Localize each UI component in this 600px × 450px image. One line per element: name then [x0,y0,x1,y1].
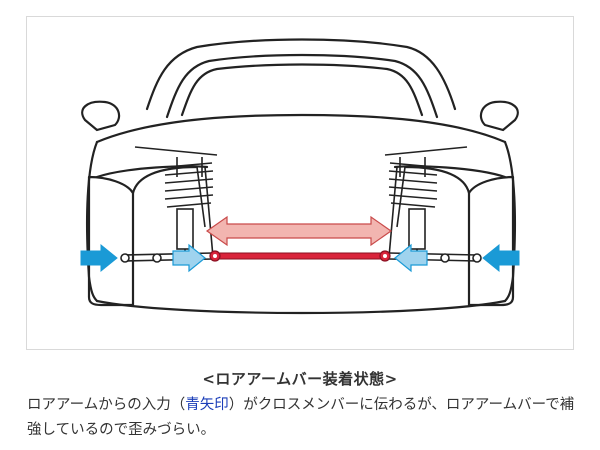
strain-double-arrow [205,215,393,247]
input-arrow-left-outer [80,243,118,273]
caption-text-highlight: 青矢印 [185,397,229,413]
caption-text-after: ）がクロスメンバーに伝わるが、ロアアームバーで補強しているので歪みづらい。 [27,397,575,438]
input-arrow-right-outer [482,243,520,273]
input-arrow-left-inner [172,243,206,273]
caption-text-before: ロアアームからの入力（ [27,397,186,413]
caption-text: ロアアームからの入力（青矢印）がクロスメンバーに伝わるが、ロアアームバーで補強し… [27,393,587,443]
diagram-frame [26,16,574,350]
suspension-left [134,146,218,258]
car-front-diagram [80,38,520,315]
suspension-right [384,146,468,258]
caption-title: <ロアアームバー装着状態> [202,370,398,388]
lower-arm-bar [209,250,391,262]
car-body [81,38,519,315]
input-arrow-right-inner [394,243,428,273]
